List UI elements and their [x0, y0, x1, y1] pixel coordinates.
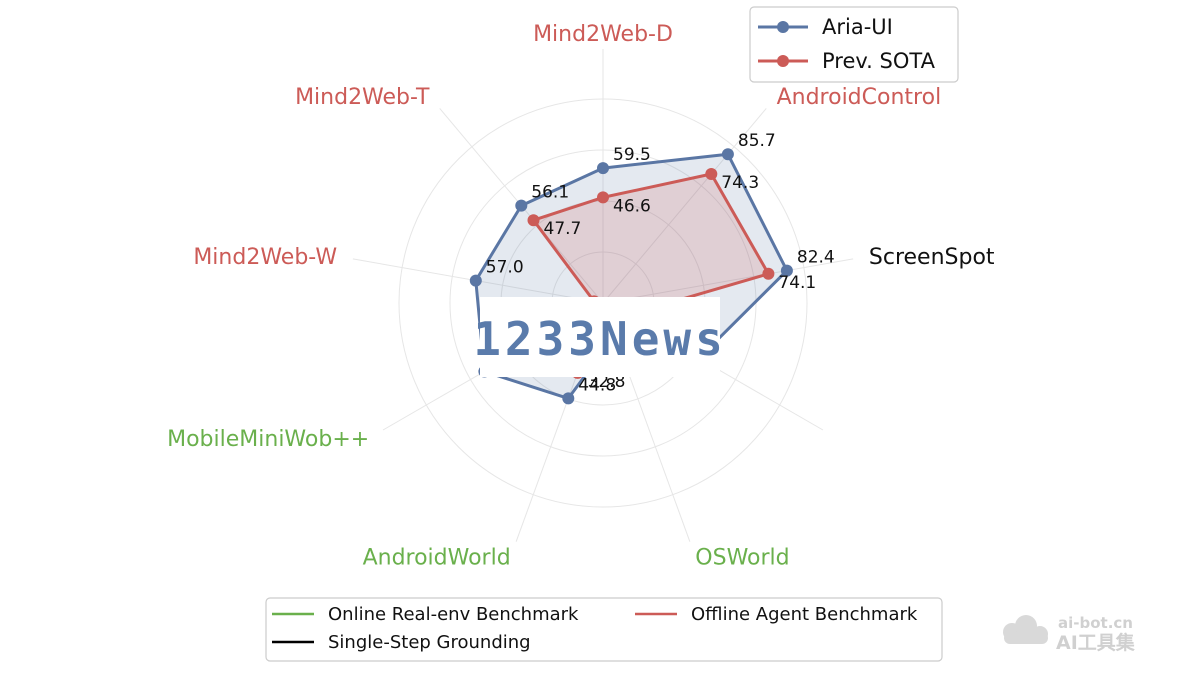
axis-label-1: AndroidControl [777, 85, 942, 110]
point-s0-7 [469, 274, 482, 287]
value-label-s1-8: 47.7 [544, 219, 582, 239]
watermark-line1: ai-bot.cn [1058, 614, 1133, 632]
point-s0-0 [597, 162, 609, 175]
group-legend: Online Real-env Benchmark Offline Agent … [265, 597, 943, 662]
value-label-s0-8: 56.1 [531, 183, 569, 203]
point-s0-2 [780, 264, 793, 277]
axis-label-4: OSWorld [695, 546, 789, 571]
legend-marker-aria [777, 21, 789, 33]
value-label-s0-0: 59.5 [613, 145, 651, 165]
axis-label-5: AndroidWorld [363, 546, 511, 571]
axis-label-7: Mind2Web-W [193, 245, 337, 270]
value-label-s0-1: 85.7 [738, 131, 776, 151]
site-watermark: ai-bot.cn AI工具集 [1003, 614, 1136, 654]
axis-label-6: MobileMiniWob++ [167, 427, 369, 452]
series-legend: Aria-UI Prev. SOTA [749, 6, 959, 83]
point-s0-1 [721, 148, 734, 161]
point-s1-2 [762, 267, 775, 280]
news-overlay-text: 1233News [473, 312, 727, 366]
point-s1-0 [597, 191, 609, 204]
watermark-line2: AI工具集 [1056, 631, 1136, 654]
value-label-s1-1: 74.3 [721, 173, 759, 193]
value-label-s1-2: 74.1 [778, 273, 816, 293]
group-legend-offline: Offline Agent Benchmark [691, 604, 918, 625]
group-legend-online: Online Real-env Benchmark [328, 604, 579, 625]
cloud-icon [1003, 615, 1048, 644]
point-s1-8 [527, 214, 540, 227]
legend-marker-sota [777, 55, 789, 67]
legend-label-sota: Prev. SOTA [822, 49, 936, 73]
point-s1-1 [705, 168, 718, 180]
axis-label-0: Mind2Web-D [533, 22, 673, 47]
group-legend-grounding: Single-Step Grounding [328, 632, 531, 653]
axis-labels: Mind2Web-D AndroidControlScreenSpotOSWorl… [167, 22, 995, 571]
point-s0-5 [562, 392, 575, 405]
value-label-s0-5: 44.8 [578, 375, 616, 395]
axis-label-2: ScreenSpot [869, 245, 995, 270]
value-label-s1-0: 46.6 [613, 196, 651, 216]
point-s0-8 [515, 199, 528, 212]
axis-label-8: Mind2Web-T [295, 85, 430, 110]
news-overlay: 1233News [473, 297, 727, 377]
grid-spoke-1 [602, 108, 767, 304]
grid-spoke-2 [602, 258, 854, 304]
legend-label-aria: Aria-UI [822, 15, 893, 39]
value-label-s0-7: 57.0 [486, 258, 524, 278]
value-label-s0-2: 82.4 [797, 248, 835, 268]
